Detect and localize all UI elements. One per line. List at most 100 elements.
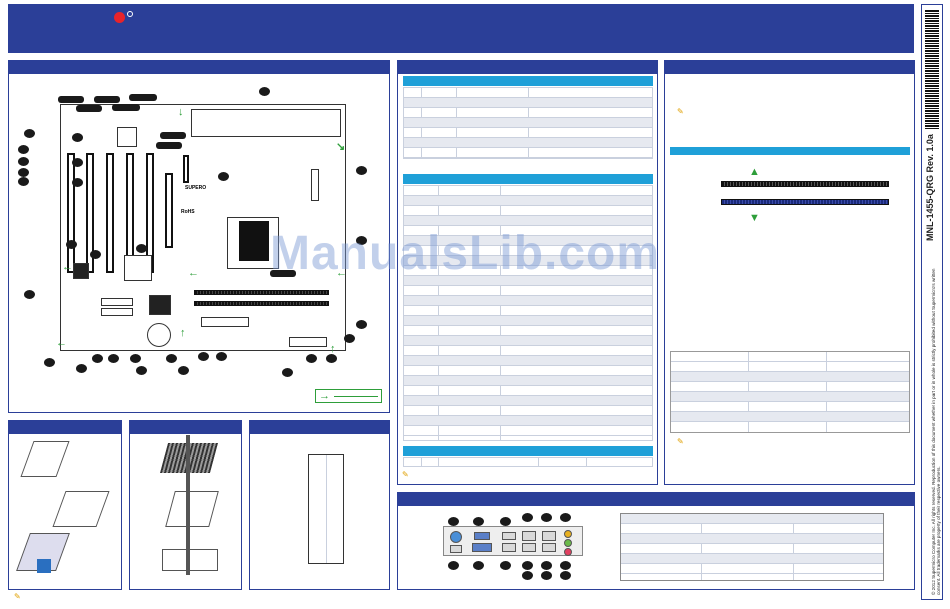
callout-number [18, 168, 29, 177]
pci-slot [67, 153, 75, 273]
usb-port-icon [502, 543, 516, 552]
callout-number [473, 517, 484, 526]
registered-mark-icon [127, 11, 133, 17]
lan-port-icon [522, 531, 536, 541]
green-arrow-icon: ↑ [180, 327, 186, 339]
jumpers-table [403, 87, 653, 159]
table-row [404, 386, 652, 396]
table-row [404, 316, 652, 326]
table-row [404, 128, 652, 138]
callout-number [18, 177, 29, 186]
pin-header-panel [249, 420, 390, 590]
callout-number [500, 517, 511, 526]
chipset [124, 255, 152, 281]
table-row [621, 554, 883, 564]
callout-label [76, 105, 102, 112]
socket-plate [165, 491, 219, 527]
dvi-port-icon [472, 543, 492, 552]
rohs-label: RoHS [181, 209, 195, 215]
table-row [404, 376, 652, 386]
pci-slot [183, 155, 189, 183]
callout-number [541, 561, 552, 570]
green-arrow-icon: ↘ [336, 141, 346, 153]
table-row [404, 276, 652, 286]
green-up-arrow-icon: ▲ [749, 166, 760, 178]
table-row [404, 396, 652, 406]
table-row [621, 544, 883, 554]
callout-number [259, 87, 270, 96]
callout-number [560, 561, 571, 570]
green-arrow-icon: ← [62, 261, 73, 273]
table-row [671, 352, 909, 362]
watermark-text: ManualsLib.com [270, 227, 661, 280]
pci-slot [106, 153, 114, 273]
callout-number [344, 334, 355, 343]
note-pencil-icon: ✎ [677, 107, 684, 116]
green-arrow-icon: ↑ [330, 343, 336, 355]
note-pencil-icon: ✎ [677, 437, 684, 446]
callout-number [66, 240, 77, 249]
back-panel-connector [191, 109, 341, 137]
table-row [671, 392, 909, 402]
callout-number [356, 166, 367, 175]
callout-label [160, 132, 186, 139]
socket-open-illustration [20, 441, 70, 477]
io-shield [443, 526, 583, 556]
callout-number [108, 354, 119, 363]
callout-number [216, 352, 227, 361]
callout-number [136, 366, 147, 375]
ps2-port-icon [450, 531, 462, 543]
copyright-text: © 2012 Supermicro Computer Inc. All righ… [931, 268, 941, 595]
callout-number [541, 571, 552, 580]
table-row [621, 524, 883, 534]
table-row [404, 366, 652, 376]
hdmi-port-icon [502, 532, 516, 540]
callout-number [72, 158, 83, 167]
callout-number [198, 352, 209, 361]
table-row [404, 286, 652, 296]
sata-port [101, 298, 133, 306]
bios-chip [117, 127, 137, 147]
table-row [404, 88, 652, 98]
callout-number [473, 561, 484, 570]
memory-install-bar [670, 147, 910, 155]
green-arrow-icon: ← [188, 267, 199, 279]
green-down-arrow-icon: ▼ [749, 212, 760, 224]
callout-number [448, 561, 459, 570]
legend-line [334, 396, 378, 397]
green-arrow-icon: ↓ [178, 106, 184, 118]
table-row [404, 336, 652, 346]
connectors-table [403, 185, 653, 441]
legend-box: → [315, 389, 382, 403]
table-row [404, 186, 652, 196]
table-row [671, 382, 909, 392]
socket-lever-illustration [52, 491, 110, 527]
pci-slot [165, 173, 173, 248]
callout-number [326, 354, 337, 363]
table-row [671, 372, 909, 382]
pin-header-diagram [308, 454, 344, 564]
callout-label [112, 104, 140, 111]
callout-number [24, 290, 35, 299]
callout-number [541, 513, 552, 522]
callout-label [129, 94, 157, 101]
board-brand: SUPERO [185, 185, 207, 191]
table-row [404, 226, 652, 236]
leds-table [403, 457, 653, 467]
usb-port-icon [542, 543, 556, 552]
table-row [621, 534, 883, 544]
screw-rod [186, 435, 190, 575]
table-row [404, 206, 652, 216]
audio-jack-icon [564, 530, 572, 538]
front-panel-header [289, 337, 327, 347]
callout-number [218, 172, 229, 181]
barcode-icon [925, 9, 939, 129]
table-row [404, 246, 652, 256]
table-row [404, 118, 652, 128]
table-row [671, 402, 909, 412]
table-row [404, 216, 652, 226]
table-row [404, 98, 652, 108]
table-row [404, 256, 652, 266]
callout-number [90, 250, 101, 259]
callout-number [522, 571, 533, 580]
